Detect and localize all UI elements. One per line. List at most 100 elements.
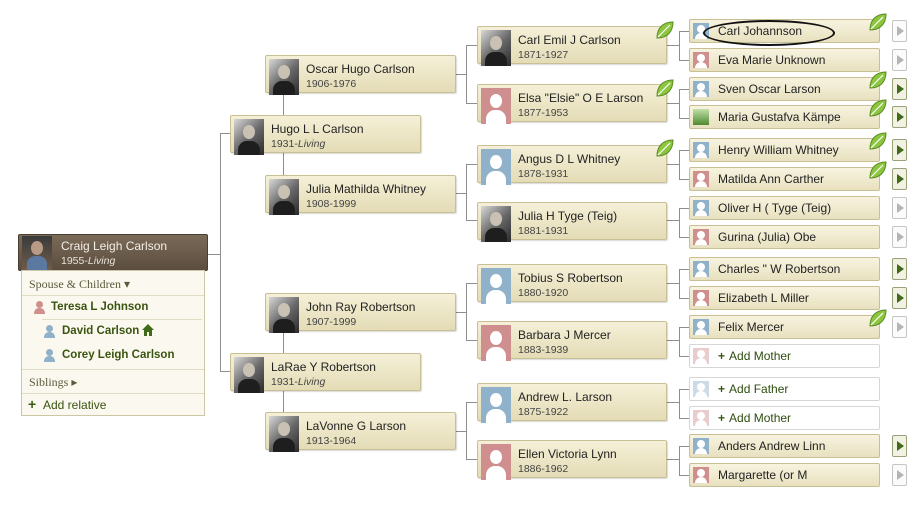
person-name: Elsa "Elsie" O E Larson (518, 91, 644, 105)
add-mother-button[interactable]: +Add Mother (689, 344, 880, 368)
person-name: Carl Emil J Carlson (518, 33, 621, 47)
child-link-david[interactable]: David Carlson (62, 325, 140, 337)
person-name: Charles " W Robertson (718, 262, 841, 276)
female-silhouette-icon (693, 171, 709, 187)
person-card-gen4-2[interactable]: Eva Marie Unknown (689, 48, 880, 72)
person-card-maternal-grandmother[interactable]: LaVonne G Larson 1913-1964 (265, 412, 456, 452)
person-photo (269, 297, 299, 333)
plus-icon: + (718, 411, 726, 425)
person-card-gen4-5[interactable]: Henry William Whitney (689, 138, 880, 162)
person-lifespan: 1881-1931 (518, 225, 569, 237)
person-lifespan: 1913-1964 (306, 435, 357, 447)
person-card-mother[interactable]: LaRae Y Robertson 1931-Living (230, 353, 421, 393)
expand-arrow-icon[interactable] (892, 168, 907, 190)
expand-arrow-icon[interactable] (892, 464, 907, 486)
person-name: Angus D L Whitney (518, 152, 621, 166)
male-silhouette-icon (693, 142, 709, 158)
person-lifespan: 1875-1922 (518, 406, 569, 418)
add-father-button[interactable]: +Add Father (689, 377, 880, 401)
spouse-link[interactable]: Teresa L Johnson (51, 301, 149, 313)
hint-leaf-icon[interactable] (868, 131, 888, 151)
person-card-gen4-11[interactable]: Felix Mercer (689, 315, 880, 339)
person-card-gen4-10[interactable]: Elizabeth L Miller (689, 286, 880, 310)
person-card-gen3-2[interactable]: Elsa "Elsie" O E Larson 1877-1953 (477, 84, 667, 124)
person-card-gen3-3[interactable]: Angus D L Whitney 1878-1931 (477, 145, 667, 185)
child-link-corey[interactable]: Corey Leigh Carlson (62, 349, 175, 361)
spouse-children-toggle[interactable]: Spouse & Children ▾ (29, 277, 131, 291)
person-name: LaRae Y Robertson (271, 360, 376, 374)
add-father-label: Add Father (729, 382, 789, 396)
expand-arrow-icon[interactable] (892, 106, 907, 128)
expand-arrow-icon[interactable] (892, 258, 907, 280)
family-panel: Spouse & Children ▾ Teresa L Johnson Dav… (21, 270, 205, 416)
highlight-ellipse (703, 20, 835, 46)
person-lifespan: 1906-1976 (306, 78, 357, 90)
person-card-gen4-15[interactable]: Anders Andrew Linn (689, 434, 880, 458)
person-name: Sven Oscar Larson (718, 82, 821, 96)
plus-icon: + (718, 349, 726, 363)
person-name: Julia H Tyge (Teig) (518, 209, 618, 223)
person-card-gen3-7[interactable]: Andrew L. Larson 1875-1922 (477, 383, 667, 423)
person-card-gen4-3[interactable]: Sven Oscar Larson (689, 77, 880, 101)
add-relative-link[interactable]: Add relative (43, 398, 107, 412)
person-photo (269, 179, 299, 215)
siblings-toggle[interactable]: Siblings ▸ (29, 375, 78, 389)
person-card-gen4-8[interactable]: Gurina (Julia) Obe (689, 225, 880, 249)
person-photo (481, 30, 511, 66)
add-mother-label: Add Mother (729, 411, 792, 425)
plus-icon: + (718, 382, 726, 396)
hint-leaf-icon[interactable] (868, 70, 888, 90)
person-card-gen4-7[interactable]: Oliver H ( Tyge (Teig) (689, 196, 880, 220)
male-silhouette-icon (693, 81, 709, 97)
hint-leaf-icon[interactable] (655, 78, 675, 98)
expand-arrow-icon[interactable] (892, 287, 907, 309)
male-silhouette-icon (44, 349, 55, 362)
expand-arrow-icon[interactable] (892, 316, 907, 338)
female-silhouette-icon (693, 229, 709, 245)
person-card-gen3-6[interactable]: Barbara J Mercer 1883-1939 (477, 321, 667, 361)
hint-leaf-icon[interactable] (868, 98, 888, 118)
person-lifespan: 1871-1927 (518, 49, 569, 61)
person-card-gen4-9[interactable]: Charles " W Robertson (689, 257, 880, 281)
person-card-gen3-5[interactable]: Tobius S Robertson 1880-1920 (477, 264, 667, 304)
expand-arrow-icon[interactable] (892, 197, 907, 219)
hint-leaf-icon[interactable] (655, 138, 675, 158)
female-silhouette-icon (481, 88, 511, 124)
person-card-gen4-6[interactable]: Matilda Ann Carther (689, 167, 880, 191)
expand-arrow-icon[interactable] (892, 435, 907, 457)
person-card-paternal-grandfather[interactable]: Oscar Hugo Carlson 1906-1976 (265, 55, 456, 95)
expand-arrow-icon[interactable] (892, 20, 907, 42)
person-lifespan: 1877-1953 (518, 107, 569, 119)
person-name: Ellen Victoria Lynn (518, 447, 617, 461)
hint-leaf-icon[interactable] (868, 308, 888, 328)
person-name: Maria Gustafva Kämpe (718, 110, 841, 124)
expand-arrow-icon[interactable] (892, 139, 907, 161)
person-photo (269, 59, 299, 95)
root-person-card[interactable]: Craig Leigh Carlson 1955-Living (18, 234, 208, 271)
hint-leaf-icon[interactable] (868, 12, 888, 32)
person-name: Henry William Whitney (718, 143, 839, 157)
expand-arrow-icon[interactable] (892, 226, 907, 248)
person-card-gen3-4[interactable]: Julia H Tyge (Teig) 1881-1931 (477, 202, 667, 242)
hint-leaf-icon[interactable] (655, 20, 675, 40)
person-card-gen4-4[interactable]: Maria Gustafva Kämpe (689, 105, 880, 129)
male-silhouette-icon (481, 268, 511, 304)
person-card-maternal-grandfather[interactable]: John Ray Robertson 1907-1999 (265, 293, 456, 333)
root-person-lifespan: 1955-Living (61, 255, 116, 267)
male-silhouette-icon (693, 200, 709, 216)
add-mother-label: Add Mother (729, 349, 792, 363)
person-name: Margarette (or M (718, 468, 808, 482)
hint-leaf-icon[interactable] (868, 160, 888, 180)
person-card-gen3-1[interactable]: Carl Emil J Carlson 1871-1927 (477, 26, 667, 66)
person-name: Matilda Ann Carther (718, 172, 825, 186)
person-card-gen3-8[interactable]: Ellen Victoria Lynn 1886-1962 (477, 440, 667, 480)
person-name: Eva Marie Unknown (718, 53, 826, 67)
expand-arrow-icon[interactable] (892, 78, 907, 100)
add-mother-button[interactable]: +Add Mother (689, 406, 880, 430)
expand-arrow-icon[interactable] (892, 49, 907, 71)
person-card-paternal-grandmother[interactable]: Julia Mathilda Whitney 1908-1999 (265, 175, 456, 215)
person-card-father[interactable]: Hugo L L Carlson 1931-Living (230, 115, 421, 155)
person-name: Gurina (Julia) Obe (718, 230, 817, 244)
female-silhouette-icon (481, 444, 511, 480)
person-card-gen4-16[interactable]: Margarette (or M (689, 463, 880, 487)
